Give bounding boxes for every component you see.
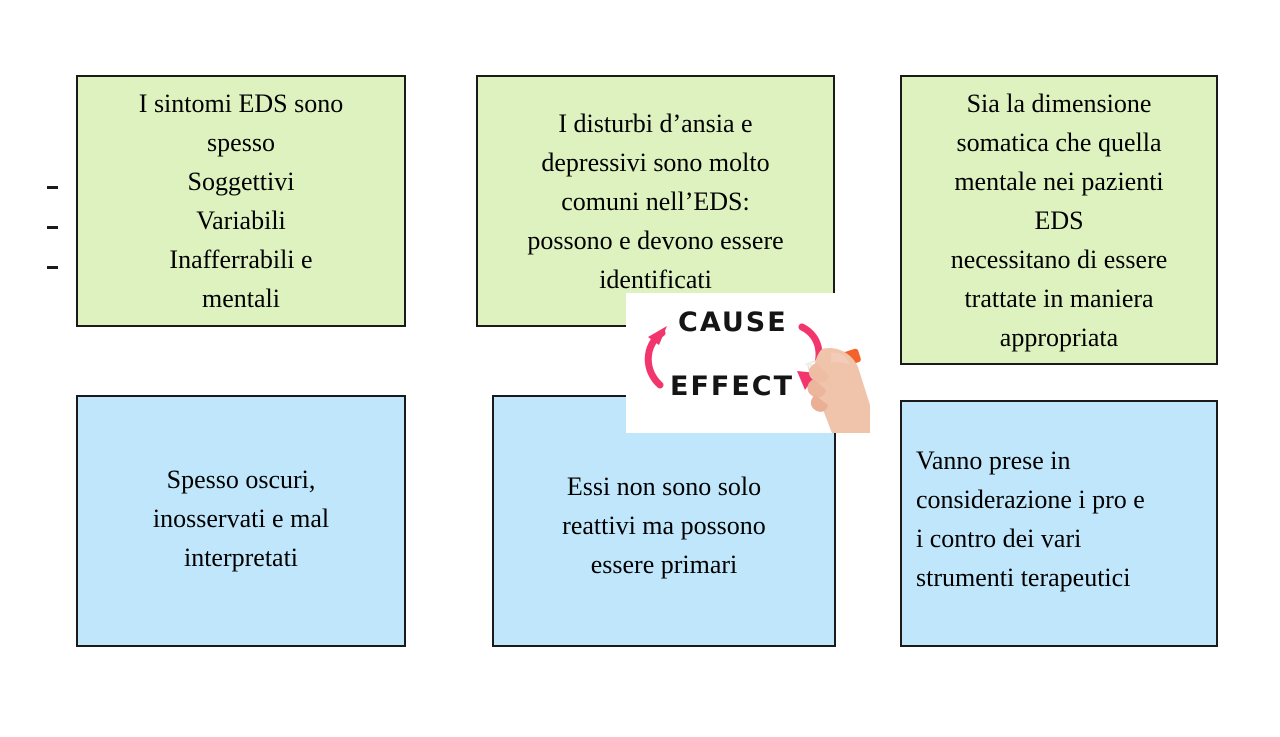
box-primary-reactive-text: Essi non sono solo reattivi ma possono e… [502,467,826,584]
box-anxiety-depression: I disturbi d’ansia e depressivi sono mol… [476,75,835,327]
box-somatic-mental-dimension: Sia la dimensione somatica che quella me… [900,75,1218,365]
box-anxiety-line-2: depressivi sono molto [541,147,770,177]
box-anxiety-line-3: comuni nell’EDS: [561,186,750,216]
box-somatic-mental-dimension-text: Sia la dimensione somatica che quella me… [908,84,1210,357]
box-pros-cons-therapies-text: Vanno prese in considerazione i pro e i … [916,441,1202,597]
bullet-dash-3 [47,266,58,269]
box-dimensions-line-1: Sia la dimensione [966,88,1152,118]
box-symptoms-line-4: Variabili [196,206,286,235]
effect-label: EFFECT [670,371,794,402]
box-dimensions-line-4: EDS [1034,205,1084,235]
box-symptoms-line-1: I sintomi EDS sono [138,89,344,118]
box-primary-reactive: Essi non sono solo reattivi ma possono e… [492,395,836,647]
box-reactive-line-2: reattivi ma possono [562,510,766,540]
box-dimensions-line-5: necessitano di essere [950,244,1168,274]
box-pros-cons-line-2: considerazione i pro e [916,484,1145,514]
box-dimensions-line-6: trattate in maniera [964,283,1154,313]
box-symptoms-text: I sintomi EDS sono spesso Soggettivi Var… [86,84,396,318]
box-symptoms-line-2: spesso [207,128,275,157]
box-anxiety-line-1: I disturbi d’ansia e [558,108,753,138]
box-symptoms-line-3: Soggettivi [187,167,295,196]
box-obscure-line-3: interpretati [183,542,299,572]
box-symptoms-line-6: mentali [202,284,280,313]
box-dimensions-line-2: somatica che quella [956,127,1162,157]
cause-effect-image: CAUSE EFFECT [626,293,870,433]
arrow-up-left-icon [644,326,667,389]
hand-holding-marker-icon [804,347,870,433]
box-anxiety-line-5: identificati [599,264,712,294]
box-symptoms-line-5: Inafferrabili e [169,245,313,274]
box-pros-cons-therapies: Vanno prese in considerazione i pro e i … [900,400,1218,647]
box-obscure-symptoms-text: Spesso oscuri, inosservati e mal interpr… [86,460,396,577]
box-dimensions-line-7: appropriata [999,322,1119,352]
box-pros-cons-line-3: i contro dei vari [916,523,1082,553]
box-anxiety-depression-text: I disturbi d’ansia e depressivi sono mol… [484,104,827,299]
box-symptoms: I sintomi EDS sono spesso Soggettivi Var… [76,75,406,327]
cause-label: CAUSE [678,307,788,338]
box-reactive-line-3: essere primari [590,549,738,579]
bullet-dash-2 [47,226,58,229]
box-obscure-line-1: Spesso oscuri, [166,464,316,494]
bullet-dash-1 [47,186,58,189]
box-dimensions-line-3: mentale nei pazienti [954,166,1164,196]
box-obscure-symptoms: Spesso oscuri, inosservati e mal interpr… [76,395,406,647]
box-pros-cons-line-4: strumenti terapeutici [916,562,1131,592]
box-obscure-line-2: inosservati e mal [152,503,330,533]
box-reactive-line-1: Essi non sono solo [566,471,762,501]
box-anxiety-line-4: possono e devono essere [527,225,784,255]
box-pros-cons-line-1: Vanno prese in [916,445,1071,475]
